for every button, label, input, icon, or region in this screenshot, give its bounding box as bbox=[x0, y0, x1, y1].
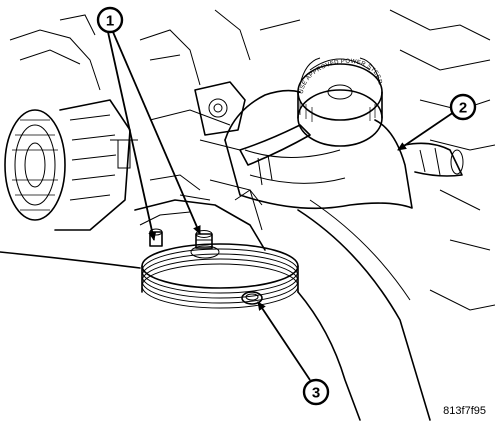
callout-1-leaders bbox=[107, 31, 201, 241]
callout-2-number: 2 bbox=[459, 100, 467, 117]
callout-2-leader bbox=[397, 111, 455, 151]
reservoir-cap: USE APPROVED POWER STEERING FLUID bbox=[0, 0, 383, 147]
engine-cutaway-line bbox=[0, 199, 431, 421]
callout-1-number: 1 bbox=[106, 13, 114, 30]
alternator bbox=[4, 99, 131, 231]
callout-3-number: 3 bbox=[312, 385, 320, 402]
fluid-reservoir bbox=[224, 89, 464, 210]
figure-id: 813f7f95 bbox=[443, 405, 486, 417]
pump-body bbox=[134, 174, 266, 251]
callout-3-leader bbox=[257, 301, 311, 381]
pump-pulley bbox=[141, 243, 299, 309]
callout-3: 3 bbox=[302, 378, 330, 406]
callout-1: 1 bbox=[96, 6, 124, 34]
cap-label-text: USE APPROVED POWER STEERING FLUID bbox=[0, 0, 382, 94]
pulley-access-hole bbox=[241, 291, 263, 305]
callout-2: 2 bbox=[449, 93, 477, 121]
